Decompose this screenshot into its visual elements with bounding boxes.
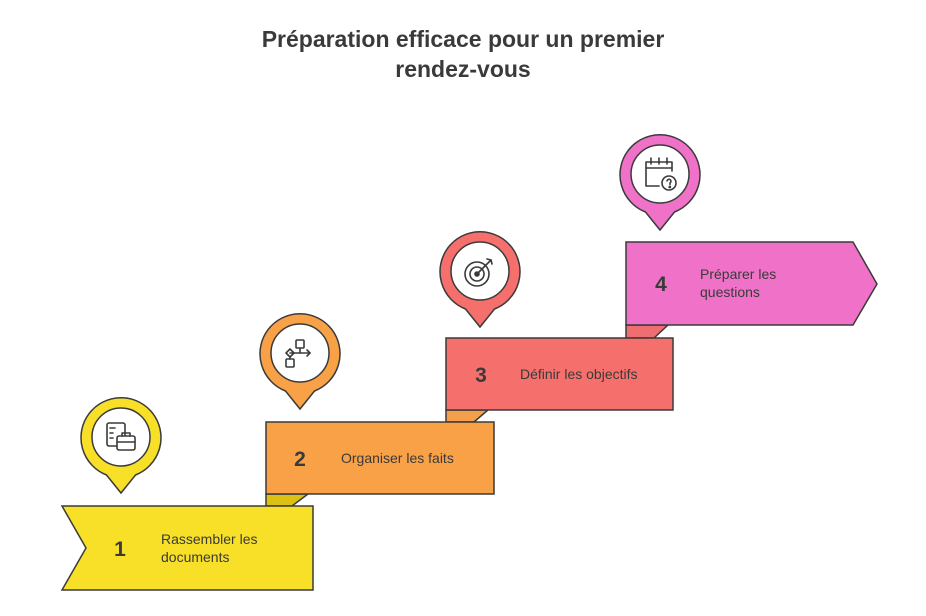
step-2-fold [445, 409, 491, 423]
step-2-number: 2 [294, 448, 306, 471]
title-line-2: rendez-vous [395, 56, 531, 82]
step-1: 1 Rassembler les documents [60, 397, 314, 591]
page-title: Préparation efficace pour un premier ren… [0, 24, 926, 84]
step-3-band [445, 337, 674, 411]
target-arrow-icon [464, 258, 493, 287]
step-1-fold [265, 493, 311, 507]
step-1-number: 1 [114, 538, 126, 561]
step-4-number: 4 [655, 273, 667, 296]
flowchart-icon [285, 339, 311, 368]
step-2-band [265, 421, 495, 495]
step-4-label-line-1: Préparer les [700, 266, 776, 282]
step-3-fold [625, 324, 670, 339]
step-4-pin [619, 134, 701, 232]
step-2: 2 Organiser les faits [259, 313, 495, 495]
step-3-label: Définir les objectifs [520, 366, 638, 382]
step-3: 3 Définir les objectifs [439, 231, 674, 411]
step-2-label: Organiser les faits [341, 450, 454, 466]
calendar-question-icon [645, 157, 677, 191]
documents-briefcase-icon [106, 422, 136, 451]
step-1-pin [80, 397, 162, 495]
step-3-pin [439, 231, 521, 329]
step-4-label-line-2: questions [700, 284, 760, 300]
title-line-1: Préparation efficace pour un premier [261, 26, 665, 52]
step-1-band [60, 505, 314, 591]
step-4-band [625, 241, 878, 326]
step-3-number: 3 [475, 364, 487, 387]
step-1-label-line-1: Rassembler les [161, 531, 257, 547]
step-1-label-line-2: documents [161, 549, 229, 565]
step-2-pin [259, 313, 341, 411]
step-4: 4 Préparer les questions [619, 134, 878, 326]
